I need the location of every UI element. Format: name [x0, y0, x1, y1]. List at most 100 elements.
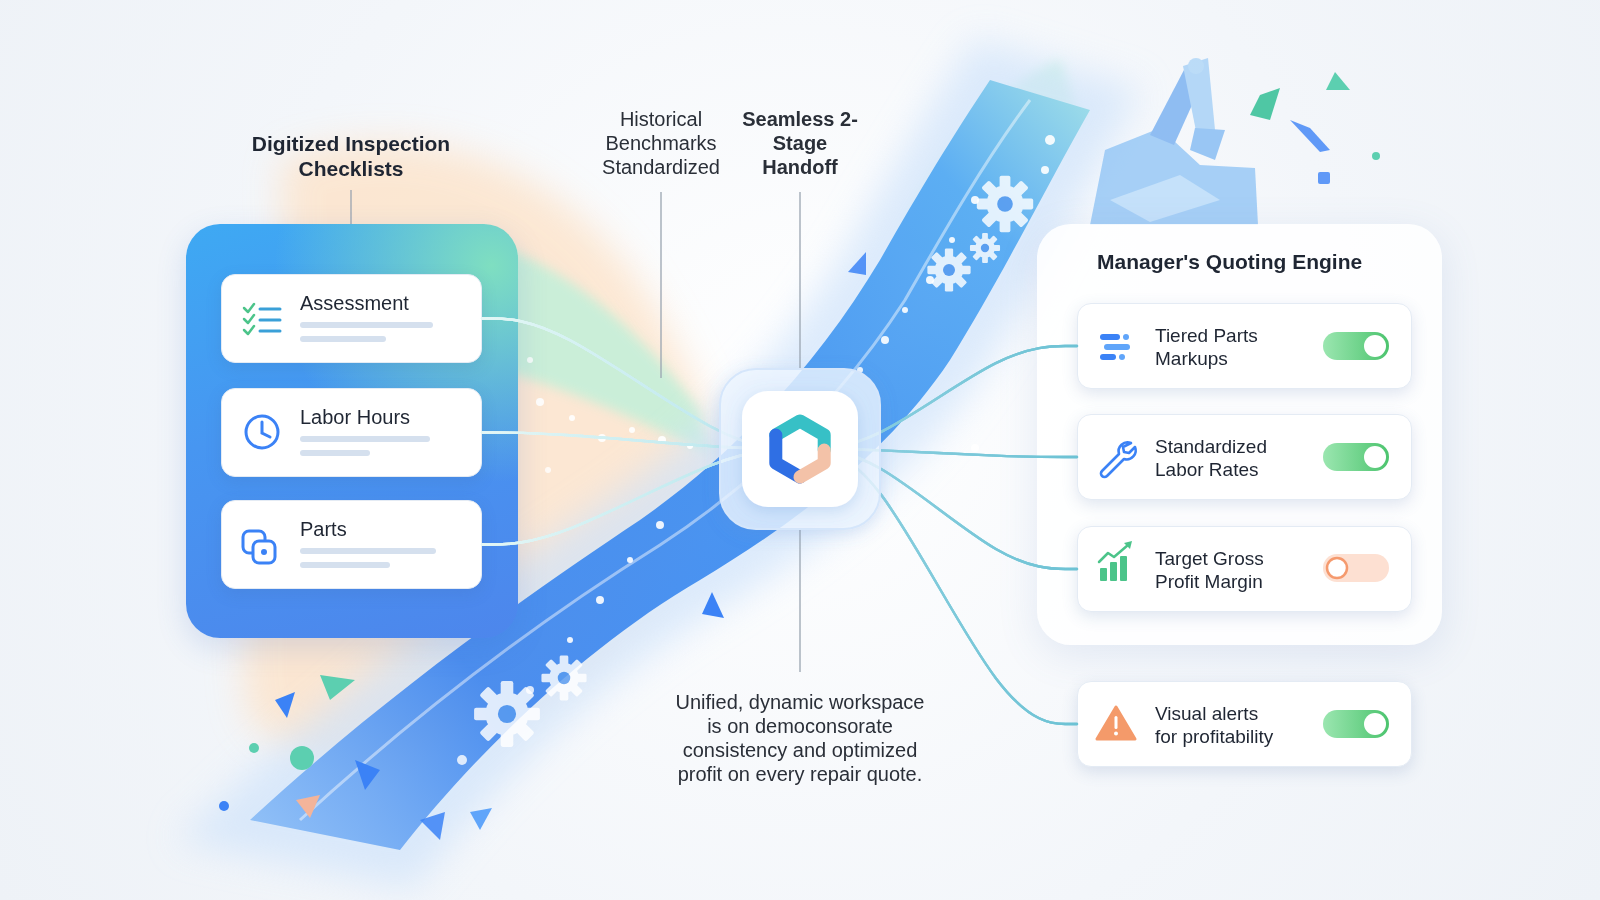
- gear-icons: [970, 233, 1000, 263]
- toggle-switch: [1323, 332, 1389, 360]
- gear-icons: [541, 655, 586, 700]
- shard-confetti: [290, 746, 314, 770]
- gear-icons: [977, 176, 1033, 232]
- shard-confetti: [420, 812, 445, 840]
- shard-confetti: [275, 692, 295, 718]
- toggle-switch: [1323, 710, 1389, 738]
- parts-icon: [243, 531, 275, 563]
- shard-confetti: [249, 743, 259, 753]
- glow-dots: [457, 755, 467, 765]
- workspace-note: Unified, dynamic workspace is on democon…: [669, 690, 931, 786]
- card-label: Labor Hours: [300, 405, 470, 429]
- growth-chart-icon: [1099, 545, 1128, 562]
- checklist-card: Labor Hours: [221, 388, 482, 477]
- glow-dots: [902, 307, 908, 313]
- shard-confetti: [1318, 172, 1330, 184]
- glow-dots: [926, 276, 934, 284]
- placeholder-bars: [300, 436, 430, 442]
- warning-icon: [1097, 707, 1135, 739]
- card-label: Target Gross Profit Margin: [1155, 547, 1283, 593]
- glow-dots: [596, 596, 604, 604]
- glow-dots: [658, 436, 666, 444]
- toggle-switch: [1327, 558, 1347, 578]
- card-label: Visual alerts for profitability: [1155, 702, 1283, 748]
- glow-dots: [656, 521, 664, 529]
- gear-icons: [474, 176, 1033, 747]
- clock-icon: [246, 416, 278, 448]
- leader-line: [799, 192, 800, 368]
- checklist-icon: [244, 326, 254, 334]
- green-ribbon: [460, 60, 1080, 455]
- toggle-switch: [1364, 446, 1386, 468]
- wrench-icon: [1101, 442, 1136, 477]
- parts-icon: [243, 531, 265, 553]
- gear-icons: [927, 248, 970, 291]
- shard-confetti: [1326, 72, 1350, 90]
- toggle-switch: [1323, 554, 1389, 582]
- excavator-illustration: [1190, 128, 1225, 160]
- shard-confetti: [702, 592, 724, 618]
- setting-card: Target Gross Profit Margin: [1077, 526, 1412, 612]
- toggle-switch: [1323, 443, 1389, 471]
- shard-confetti: [470, 808, 492, 830]
- checklist-icon: [244, 315, 254, 323]
- shard-confetti: [296, 795, 320, 818]
- glow-dots: [1045, 135, 1055, 145]
- tiers-icon: [1100, 334, 1130, 360]
- setting-card: Tiered Parts Markups: [1077, 303, 1412, 389]
- glow-dots: [536, 398, 544, 406]
- parts-icon: [253, 541, 275, 563]
- toggle-switch: [1323, 332, 1389, 738]
- glow-dots: [527, 357, 533, 363]
- flow-connector: [482, 433, 1077, 725]
- excavator-illustration: [1188, 58, 1204, 74]
- glow-dots: [949, 237, 955, 243]
- glow-dots: [687, 443, 693, 449]
- leader-line: [799, 530, 800, 672]
- flow-connector: [482, 319, 1077, 570]
- shard-confetti: [1290, 120, 1330, 152]
- placeholder-bars: [300, 336, 386, 342]
- panel-heading: Manager's Quoting Engine: [1097, 249, 1427, 274]
- growth-chart-icon: [1100, 568, 1107, 581]
- warning-icon: [1114, 732, 1118, 736]
- flow-connector: [482, 319, 1077, 450]
- flow-connector: [482, 433, 1077, 458]
- warning-icon: [1097, 707, 1135, 739]
- shard-confetti: [320, 675, 355, 700]
- parts-icon: [261, 549, 267, 555]
- connector-group: [482, 319, 1077, 725]
- warning-icon: [1115, 716, 1118, 729]
- growth-chart-icon: [1120, 556, 1127, 581]
- benchmark-note: Historical Benchmarks Standardized: [586, 107, 736, 179]
- checklist-icon: [260, 319, 280, 322]
- glow-dots: [881, 336, 889, 344]
- hub-icon: [720, 369, 880, 529]
- clock-icon: [262, 422, 270, 437]
- clock-icon: [246, 416, 278, 448]
- tiers-icon: [1123, 334, 1129, 340]
- flow-connector: [482, 449, 1077, 569]
- checklist-icon: [244, 304, 254, 312]
- excavator-illustration: [1090, 58, 1258, 225]
- flow-connector: [482, 319, 1077, 725]
- tiers-icon: [1100, 354, 1116, 360]
- tiers-icon: [1119, 354, 1125, 360]
- toggle-switch: [1364, 713, 1386, 735]
- glow-dots: [457, 135, 1055, 765]
- hub-icon: [776, 421, 824, 450]
- flow-connector: [482, 449, 1077, 545]
- shard-confetti: [355, 760, 380, 790]
- quoting-engine-panel: Manager's Quoting EngineTiered Parts Mar…: [1037, 224, 1442, 645]
- shard-confetti: [219, 801, 229, 811]
- growth-chart-icon: [1099, 541, 1132, 581]
- glow-dots: [545, 467, 551, 473]
- setting-card: Standardized Labor Rates: [1077, 414, 1412, 500]
- toggle-switch: [1364, 335, 1386, 357]
- flow-connector: [482, 346, 1077, 545]
- glow-dots: [629, 427, 635, 433]
- glow-dots: [567, 637, 573, 643]
- checklist-icon: [260, 308, 280, 311]
- checklist-panel: Digitized Inspection ChecklistsAssessmen…: [186, 224, 518, 638]
